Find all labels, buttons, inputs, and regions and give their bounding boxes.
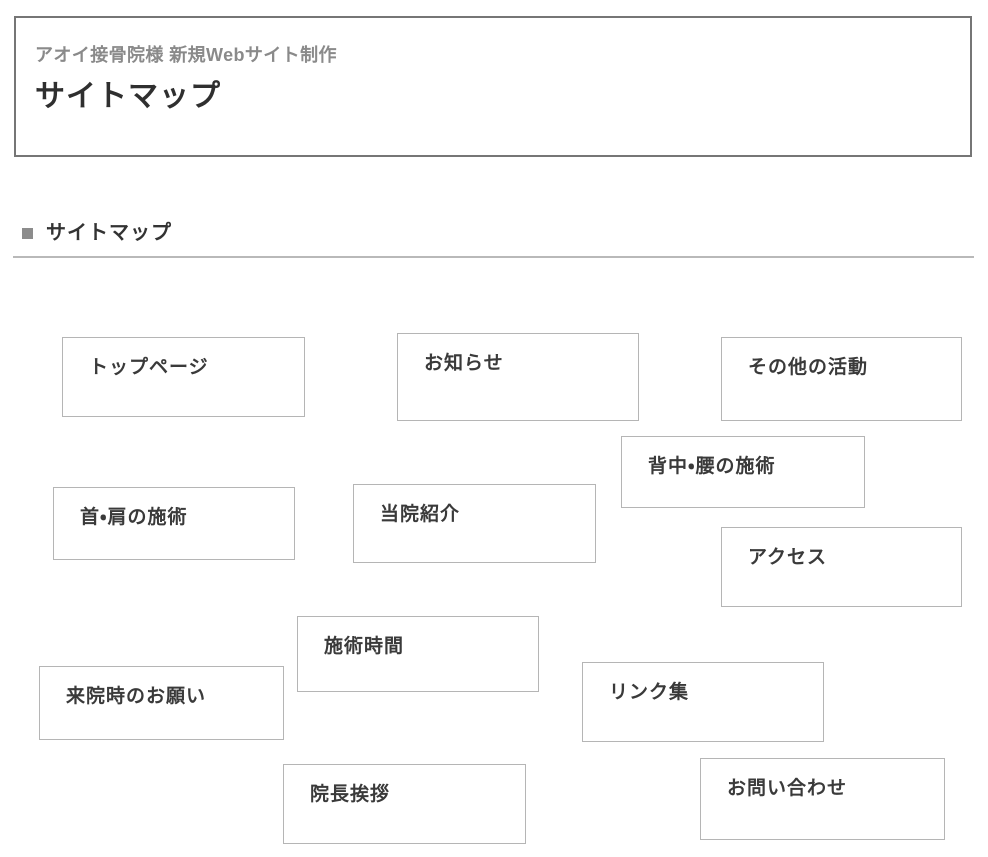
sitemap-node[interactable]: その他の活動 [721,337,962,421]
sitemap-node[interactable]: 当院紹介 [353,484,596,563]
sitemap-node-label: 来院時のお願い [66,686,207,707]
sitemap-node[interactable]: アクセス [721,527,962,607]
sitemap-node[interactable]: 来院時のお願い [39,666,284,740]
sitemap-node-label: 背中・腰の施術 [648,456,776,477]
sitemap-node[interactable]: お問い合わせ [700,758,945,840]
sitemap-node[interactable]: 首・肩の施術 [53,487,295,560]
sitemap-node[interactable]: 施術時間 [297,616,539,692]
square-bullet-icon [22,227,33,239]
sitemap-node-label: 施術時間 [324,636,405,657]
sitemap-node[interactable]: トップページ [62,337,305,417]
sitemap-node-label: トップページ [89,357,209,378]
sitemap-node-label: その他の活動 [748,357,869,378]
section-heading: サイトマップ [13,216,974,258]
sitemap-node[interactable]: お知らせ [397,333,639,421]
section-heading-label: サイトマップ [46,222,172,244]
sitemap-node[interactable]: リンク集 [582,662,824,742]
document-header-text: アオイ接骨院様 新規Webサイト制作 サイトマップ [35,44,960,116]
page-title: サイトマップ [35,80,221,114]
sitemap-node-label: 院長挨拶 [310,784,391,805]
sitemap-node-label: 首・肩の施術 [80,507,188,528]
project-name: アオイ接骨院様 新規Webサイト制作 [35,45,337,65]
sitemap-node-label: アクセス [748,547,828,568]
sitemap-node-label: お知らせ [424,353,504,374]
sitemap-node-label: リンク集 [609,682,690,703]
sitemap-node-label: お問い合わせ [727,778,848,799]
sitemap-node[interactable]: 院長挨拶 [283,764,526,844]
sitemap-node[interactable]: 背中・腰の施術 [621,436,865,508]
sitemap-node-label: 当院紹介 [380,504,461,525]
document-header: アオイ接骨院様 新規Webサイト制作 サイトマップ [14,16,972,157]
section-heading-row: サイトマップ [13,216,974,250]
